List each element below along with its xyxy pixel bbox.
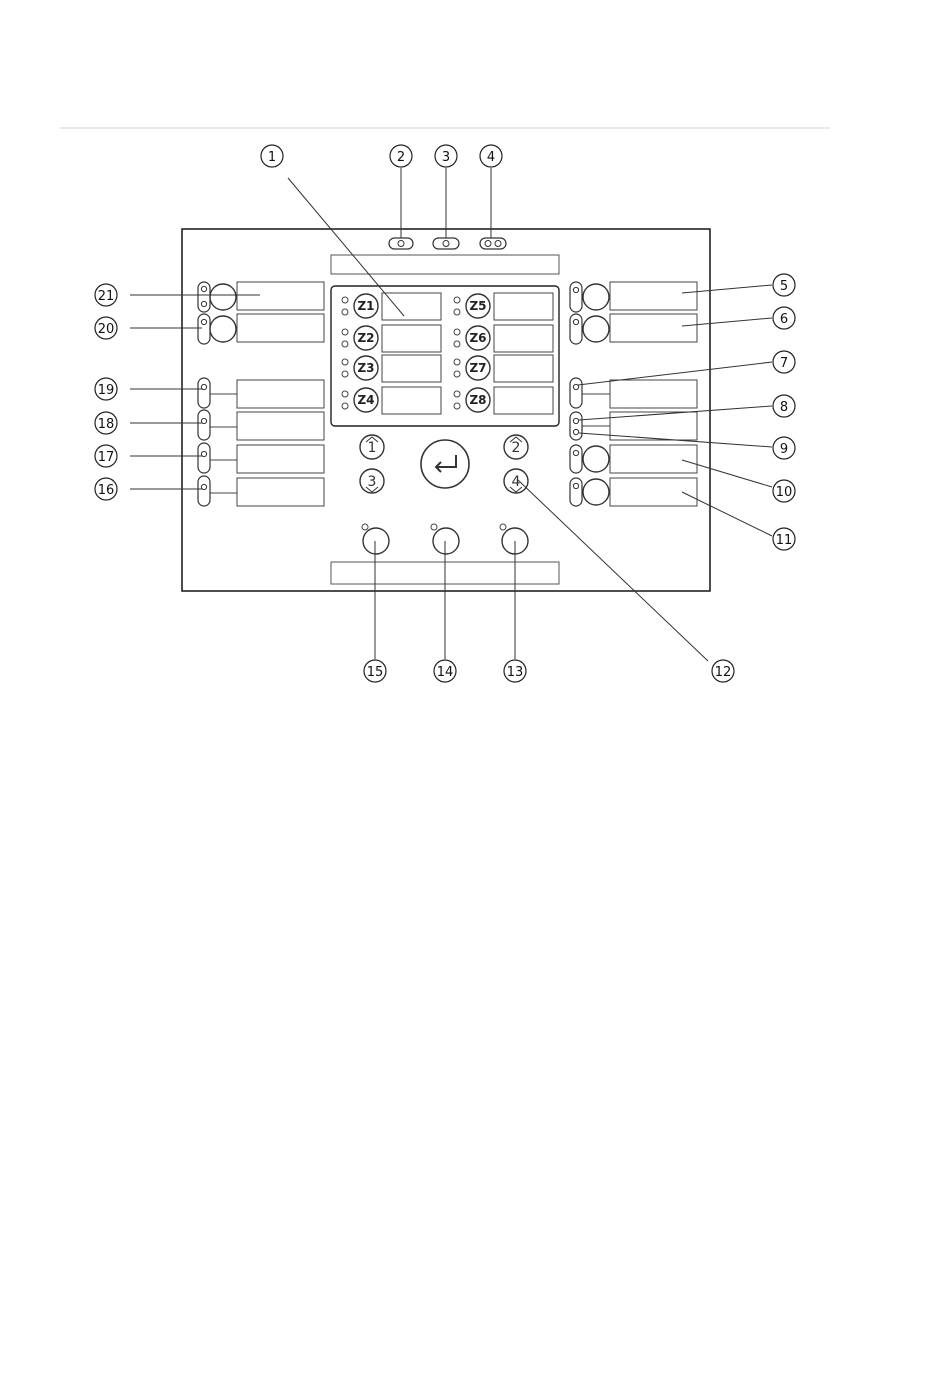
zone-label-window [494, 355, 553, 382]
svg-text:1: 1 [268, 150, 276, 165]
svg-text:5: 5 [780, 279, 788, 294]
callout-10: 10 [773, 480, 795, 502]
callout-20: 20 [95, 317, 117, 339]
svg-text:16: 16 [98, 483, 115, 498]
callout-16: 16 [95, 478, 117, 500]
svg-text:10: 10 [776, 485, 793, 500]
svg-text:14: 14 [437, 665, 454, 680]
zone-label-window [382, 325, 441, 352]
bottom-function-button[interactable] [433, 528, 459, 554]
callout-13: 13 [504, 660, 526, 682]
zone-row: Z5 [454, 293, 553, 320]
zone-label-window [382, 355, 441, 382]
callout-17: 17 [95, 445, 117, 467]
zone-label-window [382, 387, 441, 414]
svg-text:4: 4 [487, 150, 495, 165]
svg-text:3: 3 [442, 150, 450, 165]
zone-row: Z4 [342, 387, 441, 414]
svg-text:9: 9 [780, 442, 788, 457]
svg-text:18: 18 [98, 417, 115, 432]
callout-18: 18 [95, 412, 117, 434]
bottom-function-button[interactable] [363, 528, 389, 554]
function-button[interactable] [583, 479, 609, 505]
callout-6: 6 [773, 307, 795, 329]
zone-label-window [382, 293, 441, 320]
top-indicators [389, 238, 506, 249]
svg-text:12: 12 [715, 665, 732, 680]
function-button[interactable] [583, 284, 609, 310]
function-button[interactable] [583, 316, 609, 342]
zone-label-window [494, 293, 553, 320]
label-window [610, 314, 697, 342]
zone-label: Z8 [469, 393, 486, 407]
callout-14: 14 [434, 660, 456, 682]
zone-row: Z8 [454, 387, 553, 414]
zone-label: Z7 [469, 361, 486, 375]
callout-12: 12 [712, 660, 734, 682]
function-button[interactable] [210, 284, 236, 310]
zone-row: Z6 [454, 325, 553, 352]
svg-text:21: 21 [98, 289, 115, 304]
callout-3: 3 [435, 145, 457, 167]
left-controls [198, 282, 324, 506]
callout-2: 2 [390, 145, 412, 167]
callout-19: 19 [95, 378, 117, 400]
label-window [237, 445, 324, 473]
zone-list: Z1 Z2 Z3 Z4 Z5 [342, 293, 553, 414]
label-window [610, 478, 697, 506]
label-window [237, 412, 324, 440]
svg-text:6: 6 [780, 312, 788, 327]
svg-text:20: 20 [98, 322, 115, 337]
right-controls [570, 282, 697, 506]
label-window [237, 380, 324, 408]
zone-row: Z1 [342, 293, 441, 320]
label-window [610, 380, 697, 408]
svg-text:2: 2 [397, 150, 405, 165]
label-window [610, 282, 697, 310]
zone-label: Z4 [357, 393, 374, 407]
svg-text:8: 8 [780, 400, 788, 415]
zone-label: Z5 [469, 299, 486, 313]
zone-label: Z3 [357, 361, 374, 375]
function-button[interactable] [210, 316, 236, 342]
zone-label-window [494, 325, 553, 352]
zone-row: Z2 [342, 325, 441, 352]
zone-label: Z6 [469, 331, 486, 345]
svg-text:11: 11 [776, 533, 793, 548]
function-button[interactable] [583, 446, 609, 472]
callout-21: 21 [95, 284, 117, 306]
callout-15: 15 [364, 660, 386, 682]
zone-row: Z7 [454, 355, 553, 382]
enter-button[interactable] [421, 440, 469, 488]
svg-text:19: 19 [98, 383, 115, 398]
label-window [237, 314, 324, 342]
svg-text:15: 15 [367, 665, 384, 680]
top-label-strip [331, 255, 559, 274]
nav-keypad: 1 3 2 4 [360, 435, 528, 493]
svg-text:7: 7 [780, 356, 788, 371]
zone-row: Z3 [342, 355, 441, 382]
label-window [237, 478, 324, 506]
callout-9: 9 [773, 437, 795, 459]
zone-label-window [494, 387, 553, 414]
callout-1: 1 [261, 145, 283, 167]
callout-7: 7 [773, 351, 795, 373]
nav-key-label: 4 [512, 474, 521, 490]
zone-label: Z1 [357, 299, 374, 313]
callout-11: 11 [773, 528, 795, 550]
callout-5: 5 [773, 274, 795, 296]
label-window [237, 282, 324, 310]
callout-8: 8 [773, 395, 795, 417]
nav-key-label: 2 [512, 440, 521, 456]
svg-text:17: 17 [98, 450, 115, 465]
svg-text:13: 13 [507, 665, 524, 680]
zone-label: Z2 [357, 331, 374, 345]
nav-key-label: 3 [368, 474, 377, 490]
nav-key-label: 1 [368, 440, 377, 456]
label-window [610, 445, 697, 473]
callout-4: 4 [480, 145, 502, 167]
